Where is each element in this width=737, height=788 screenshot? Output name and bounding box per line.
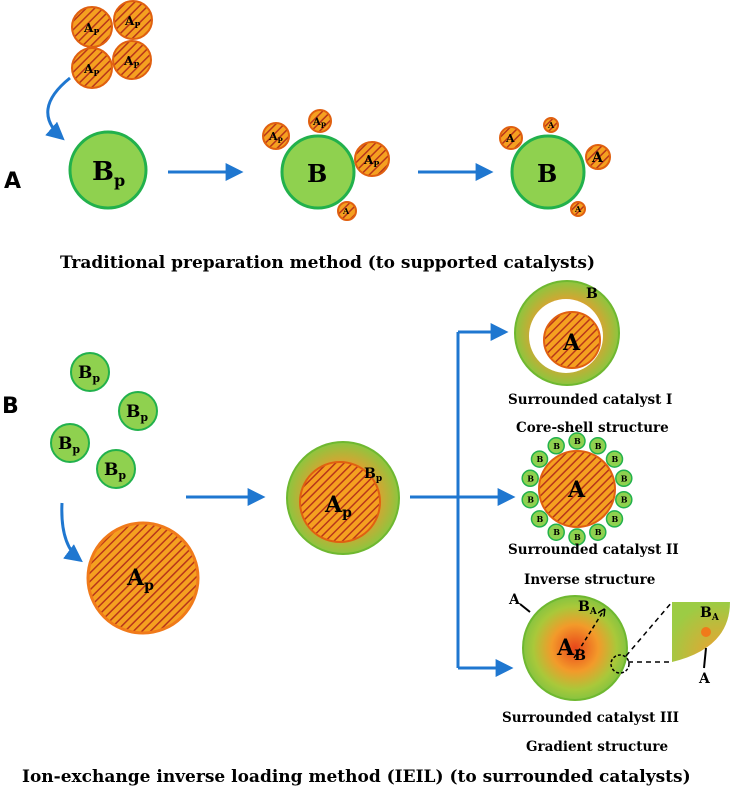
particle-a-sub: P [93,27,99,37]
svg-text:AP: AP [83,21,99,37]
small-b-particle [568,432,586,450]
b-with-ap-particles: B AP AP AP A [262,109,390,221]
svg-text:B: B [307,159,327,188]
zoom-wedge: BA A [625,601,730,687]
particle-a-label: A [124,14,135,28]
small-b-particle [615,469,633,488]
svg-text:BA: BA [700,605,720,623]
svg-text:A: A [698,671,711,687]
svg-text:Bp: Bp [126,402,148,424]
svg-text:A: A [508,592,521,608]
small-b-particle [589,437,607,455]
svg-text:A: A [567,477,586,503]
branch-arrows [410,323,516,677]
svg-text:Bp: Bp [364,466,382,484]
panel-a-label: A [4,169,21,194]
panel-b-label: B [2,394,19,419]
svg-text:Ap: Ap [324,492,352,521]
ap-large-particle: Ap [86,521,200,635]
particle-a-sub: P [133,60,139,70]
small-b-label: B [527,495,534,505]
small-b-label: B [537,514,544,524]
curved-arrow-b [60,502,83,563]
svg-text:A: A [562,330,581,356]
small-b-particle [589,523,607,541]
particle-a-label: A [83,21,94,35]
svg-text:Bp: Bp [58,434,80,456]
structure-1-title: Surrounded catalyst I [508,392,672,408]
structure-core-shell: A B [514,280,620,386]
small-b-label: B [553,441,560,451]
ap-particle-cluster: AP AP AP AP [71,0,153,89]
particle-a-label: A [123,54,134,68]
svg-text:AB: AB [556,635,586,664]
small-b-particle [530,450,549,468]
small-b-particle [605,450,624,468]
particle-a-sub: P [93,68,99,78]
bp-particle-cluster: Bp Bp Bp Bp [50,352,158,489]
small-b-label: B [621,495,628,505]
svg-text:B: B [586,286,598,302]
small-b-label: B [595,527,602,537]
svg-text:A: A [547,120,555,130]
svg-text:AP: AP [124,14,140,30]
structure-2-subtitle: Inverse structure [524,572,655,588]
svg-text:Ap: Ap [126,565,154,594]
svg-text:A: A [342,206,350,216]
small-b-particle [521,469,539,488]
small-b-particle [568,528,586,546]
structure-3-title: Surrounded catalyst III [502,710,679,726]
structure-1-subtitle: Core-shell structure [516,420,669,436]
svg-text:A: A [574,204,582,214]
small-b-label: B [595,441,602,451]
panel-a-caption: Traditional preparation method (to suppo… [60,253,595,273]
bp-support-particle: Bp [68,130,148,210]
small-b-particle [530,510,549,528]
small-b-particle [547,523,565,541]
small-b-particle [521,490,539,509]
curved-arrow-a [45,76,71,141]
small-b-label: B [574,436,581,446]
svg-text:Bp: Bp [104,460,126,482]
structure-2-title: Surrounded catalyst II [508,542,679,558]
svg-text:A: A [505,132,515,145]
small-b-label: B [574,532,581,542]
svg-text:B: B [537,159,557,188]
svg-text:AP: AP [312,117,327,130]
small-b-label: B [612,454,619,464]
svg-text:BA: BA [578,599,598,617]
structure-3-subtitle: Gradient structure [526,739,668,755]
small-b-particle [615,490,633,509]
small-b-label: B [553,527,560,537]
panel-b-caption: Ion-exchange inverse loading method (IEI… [22,767,691,787]
small-b-particle [547,437,565,455]
particle-a-sub: P [134,20,140,30]
svg-text:AP: AP [268,130,284,145]
small-b-particle [605,510,624,528]
svg-text:AP: AP [83,62,99,78]
svg-text:A: A [591,150,604,166]
small-b-label: B [537,454,544,464]
svg-text:AP: AP [123,54,139,70]
svg-text:AP: AP [363,153,379,169]
svg-text:Bp: Bp [78,363,100,385]
ap-with-bp-shell: Ap Bp [286,441,400,555]
structure-gradient: AB BA A [508,592,630,701]
svg-text:Bp: Bp [92,157,125,190]
small-b-label: B [612,514,619,524]
small-b-label: B [621,473,628,483]
particle-a-label: A [83,62,94,76]
b-with-a-particles: B A A A A [499,117,611,217]
small-b-label: B [527,473,534,483]
